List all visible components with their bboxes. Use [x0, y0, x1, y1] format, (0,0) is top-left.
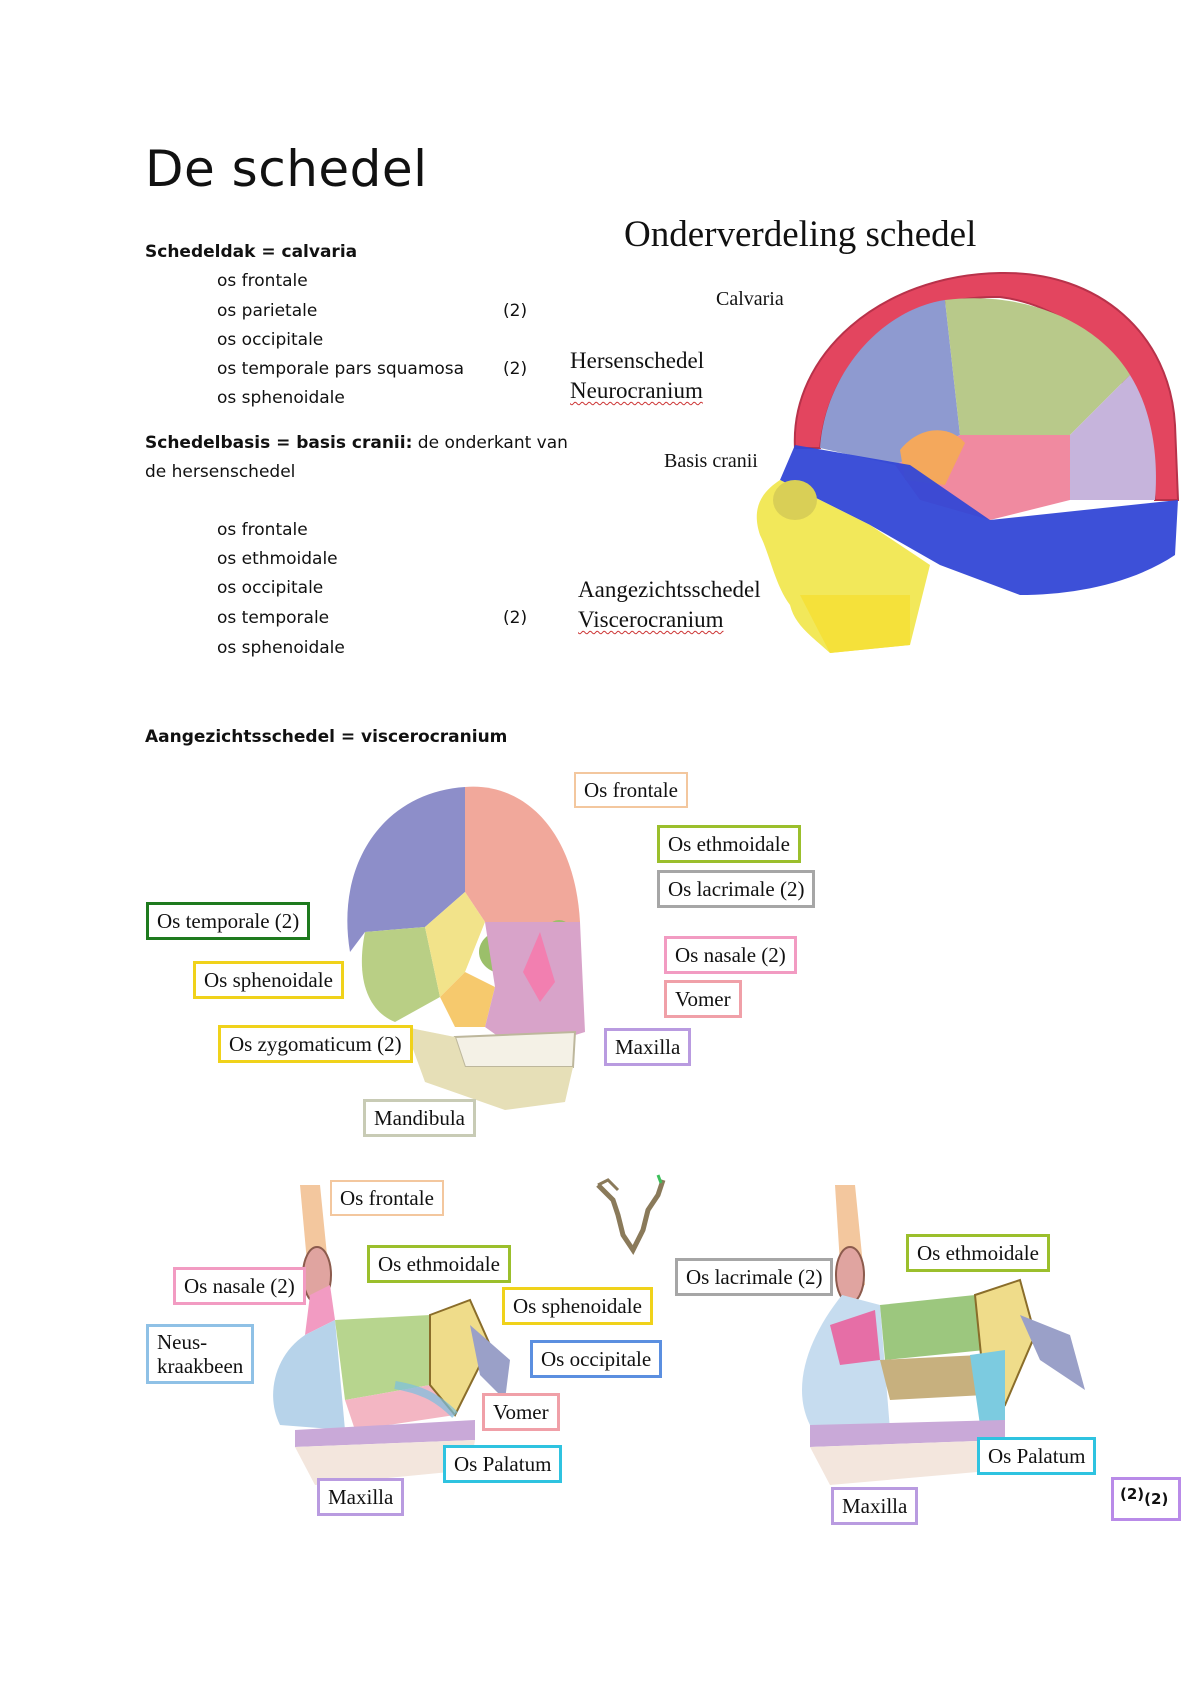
label-os-zygomaticum: Os zygomaticum (2) — [218, 1025, 413, 1063]
label-maxilla-2: Maxilla — [317, 1478, 405, 1516]
skull-anterolateral-illustration — [347, 786, 585, 1110]
calvaria-item: os temporale pars squamosa — [217, 359, 465, 379]
label-maxilla-3: Maxilla — [831, 1487, 919, 1525]
basis-item: os sphenoidale — [217, 638, 345, 658]
figure1-title: Onderverdeling schedel — [624, 214, 977, 255]
calvaria-item: os frontale — [217, 271, 308, 291]
label-os-palatum-2: Os Palatum — [977, 1437, 1097, 1475]
label-os-palatum: Os Palatum — [443, 1445, 563, 1483]
label-neuskraakbeen: Neus-kraakbeen — [146, 1324, 255, 1384]
calvaria-item-count: (2) — [503, 301, 528, 321]
count-label-2: (2) — [1144, 1490, 1169, 1508]
basis-item: os frontale — [217, 520, 308, 540]
basis-cranii-text: Basis cranii — [664, 450, 758, 472]
lateral-nasal-wall-illustration — [801, 1185, 1085, 1485]
label-os-nasale: Os nasale (2) — [664, 936, 797, 974]
label-os-frontale-2: Os frontale — [330, 1180, 444, 1216]
calvaria-item: os parietale — [217, 301, 318, 321]
basis-heading-line2: de hersenschedel — [145, 462, 296, 482]
basis-item: os occipitale — [217, 578, 324, 598]
neurocranium-label-1: Hersenschedel — [570, 348, 705, 373]
label-os-lacrimale-2: Os lacrimale (2) — [675, 1258, 834, 1296]
label-os-frontale: Os frontale — [574, 772, 688, 808]
label-os-sphenoidale: Os sphenoidale — [193, 961, 344, 999]
calvaria-heading: Schedeldak = calvaria — [145, 242, 358, 262]
viscerocranium-heading: Aangezichtsschedel = viscerocranium — [145, 727, 508, 747]
label-os-ethmoidale-3: Os ethmoidale — [906, 1234, 1050, 1272]
calvaria-label: Calvaria — [716, 288, 784, 310]
basis-item: os temporale — [217, 608, 330, 628]
label-os-ethmoidale: Os ethmoidale — [657, 825, 801, 863]
label-os-occipitale: Os occipitale — [530, 1340, 663, 1378]
label-maxilla: Maxilla — [604, 1028, 692, 1066]
label-os-temporale: Os temporale (2) — [146, 902, 311, 940]
neuskraakbeen-line1: Neus- — [157, 1330, 208, 1354]
page-title: De schedel — [145, 140, 428, 198]
count-label-1: (2) — [1120, 1485, 1145, 1503]
basis-item-count: (2) — [503, 608, 528, 628]
cross-section-fragment — [596, 1174, 666, 1255]
label-os-nasale-2: Os nasale (2) — [173, 1267, 306, 1305]
label-vomer: Vomer — [664, 980, 742, 1018]
calvaria-item-count: (2) — [503, 359, 528, 379]
nasal-septum-illustration — [273, 1185, 510, 1485]
label-os-lacrimale: Os lacrimale (2) — [657, 870, 816, 908]
viscerocranium-label-2: Viscerocranium — [578, 607, 724, 632]
label-vomer-2: Vomer — [482, 1393, 560, 1431]
label-os-ethmoidale-2: Os ethmoidale — [367, 1245, 511, 1283]
basis-cranii-label: Basis cranii — [664, 450, 758, 473]
viscerocranium-label-1: Aangezichtsschedel — [578, 577, 761, 602]
basis-item: os ethmoidale — [217, 549, 338, 569]
calvaria-item: os occipitale — [217, 330, 324, 350]
neuskraakbeen-line2: kraakbeen — [157, 1354, 244, 1378]
basis-heading-bold: Schedelbasis = basis cranii: — [145, 433, 413, 453]
calvaria-item: os sphenoidale — [217, 388, 345, 408]
basis-heading: Schedelbasis = basis cranii: de onderkan… — [145, 433, 568, 453]
basis-heading-rest: de onderkant van — [412, 433, 568, 453]
neurocranium-label-2: Neurocranium — [570, 378, 703, 403]
label-mandibula: Mandibula — [363, 1099, 476, 1137]
label-os-sphenoidale-2: Os sphenoidale — [502, 1287, 653, 1325]
skull-lateral-illustration — [756, 271, 1180, 653]
label-count-box: (2)(2) — [1111, 1477, 1181, 1521]
